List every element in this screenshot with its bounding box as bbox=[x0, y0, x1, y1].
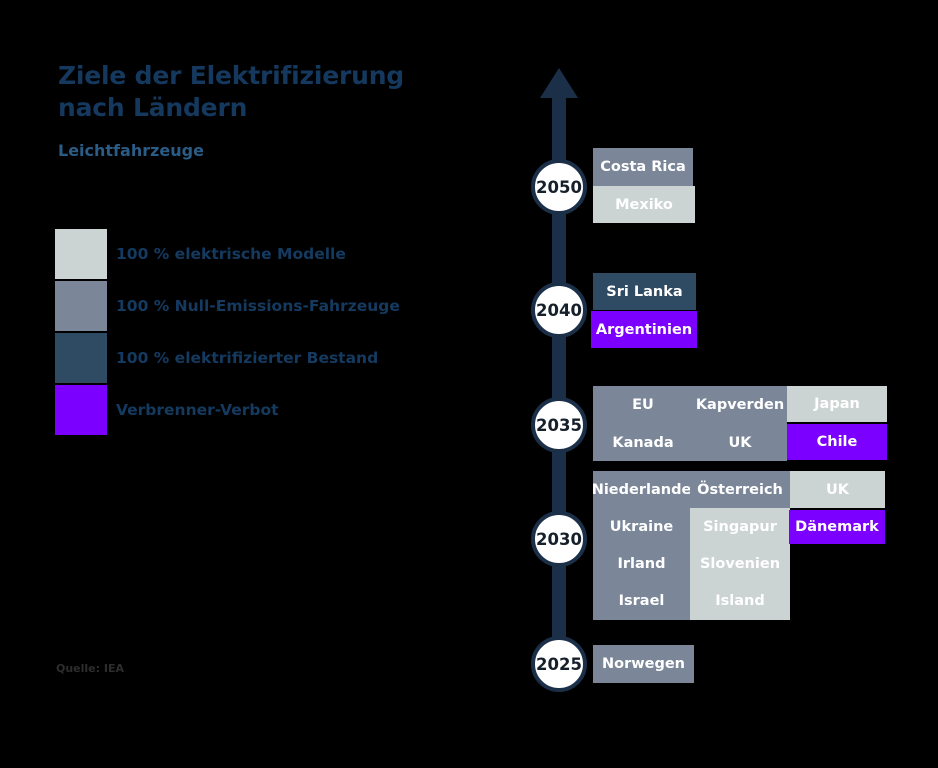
country-chip[interactable]: Kapverden bbox=[693, 386, 787, 424]
country-chip[interactable]: Niederlande bbox=[592, 471, 691, 508]
country-chip[interactable]: Costa Rica bbox=[593, 148, 693, 186]
timeline-arrow-icon bbox=[540, 68, 578, 98]
legend: 100 % elektrische Modelle 100 % Null-Emi… bbox=[55, 228, 400, 436]
country-chip[interactable]: Sri Lanka bbox=[593, 273, 696, 310]
timeline-node-2035[interactable]: 2035 bbox=[531, 397, 587, 453]
legend-swatch-icon bbox=[55, 281, 107, 331]
source-note: Quelle: IEA bbox=[56, 662, 124, 675]
country-chip[interactable]: Island bbox=[690, 582, 790, 620]
country-chip[interactable]: Israel bbox=[593, 582, 690, 620]
country-chip[interactable]: Slovenien bbox=[690, 545, 790, 582]
legend-swatch-icon bbox=[55, 333, 107, 383]
country-chip[interactable]: Japan bbox=[787, 386, 887, 422]
country-chip[interactable]: EU bbox=[593, 386, 693, 424]
country-chip[interactable]: Singapur bbox=[690, 508, 790, 545]
country-chip[interactable]: Norwegen bbox=[593, 645, 694, 683]
country-chip[interactable]: Chile bbox=[787, 424, 887, 460]
timeline-node-2050[interactable]: 2050 bbox=[531, 159, 587, 215]
country-chip[interactable]: Kanada bbox=[593, 424, 693, 461]
legend-item-label: 100 % Null-Emissions-Fahrzeuge bbox=[116, 297, 400, 315]
country-chip[interactable]: Ukraine bbox=[593, 508, 690, 545]
legend-item-zero-emission: 100 % Null-Emissions-Fahrzeuge bbox=[55, 280, 400, 332]
legend-swatch-icon bbox=[55, 385, 107, 435]
page-subtitle: Leichtfahrzeuge bbox=[58, 141, 204, 160]
legend-item-electric-models: 100 % elektrische Modelle bbox=[55, 228, 400, 280]
legend-item-label: 100 % elektrifizierter Bestand bbox=[116, 349, 379, 367]
country-chip[interactable]: Mexiko bbox=[593, 186, 695, 223]
country-chip[interactable]: Dänemark bbox=[789, 510, 885, 544]
page-title: Ziele der Elektrifizierung nach Ländern bbox=[58, 61, 404, 122]
timeline-node-2030[interactable]: 2030 bbox=[531, 511, 587, 567]
country-chip[interactable]: UK bbox=[693, 424, 787, 461]
legend-item-label: 100 % elektrische Modelle bbox=[116, 245, 346, 263]
country-chip[interactable]: Österreich bbox=[690, 471, 790, 508]
country-chip[interactable]: Argentinien bbox=[591, 311, 697, 348]
legend-item-electrified-fleet: 100 % elektrifizierter Bestand bbox=[55, 332, 400, 384]
country-chip[interactable]: Irland bbox=[593, 545, 690, 582]
country-chip[interactable]: UK bbox=[790, 471, 885, 508]
legend-swatch-icon bbox=[55, 229, 107, 279]
legend-item-label: Verbrenner-Verbot bbox=[116, 401, 279, 419]
legend-item-ice-ban: Verbrenner-Verbot bbox=[55, 384, 400, 436]
timeline-node-2025[interactable]: 2025 bbox=[531, 636, 587, 692]
timeline-node-2040[interactable]: 2040 bbox=[531, 282, 587, 338]
